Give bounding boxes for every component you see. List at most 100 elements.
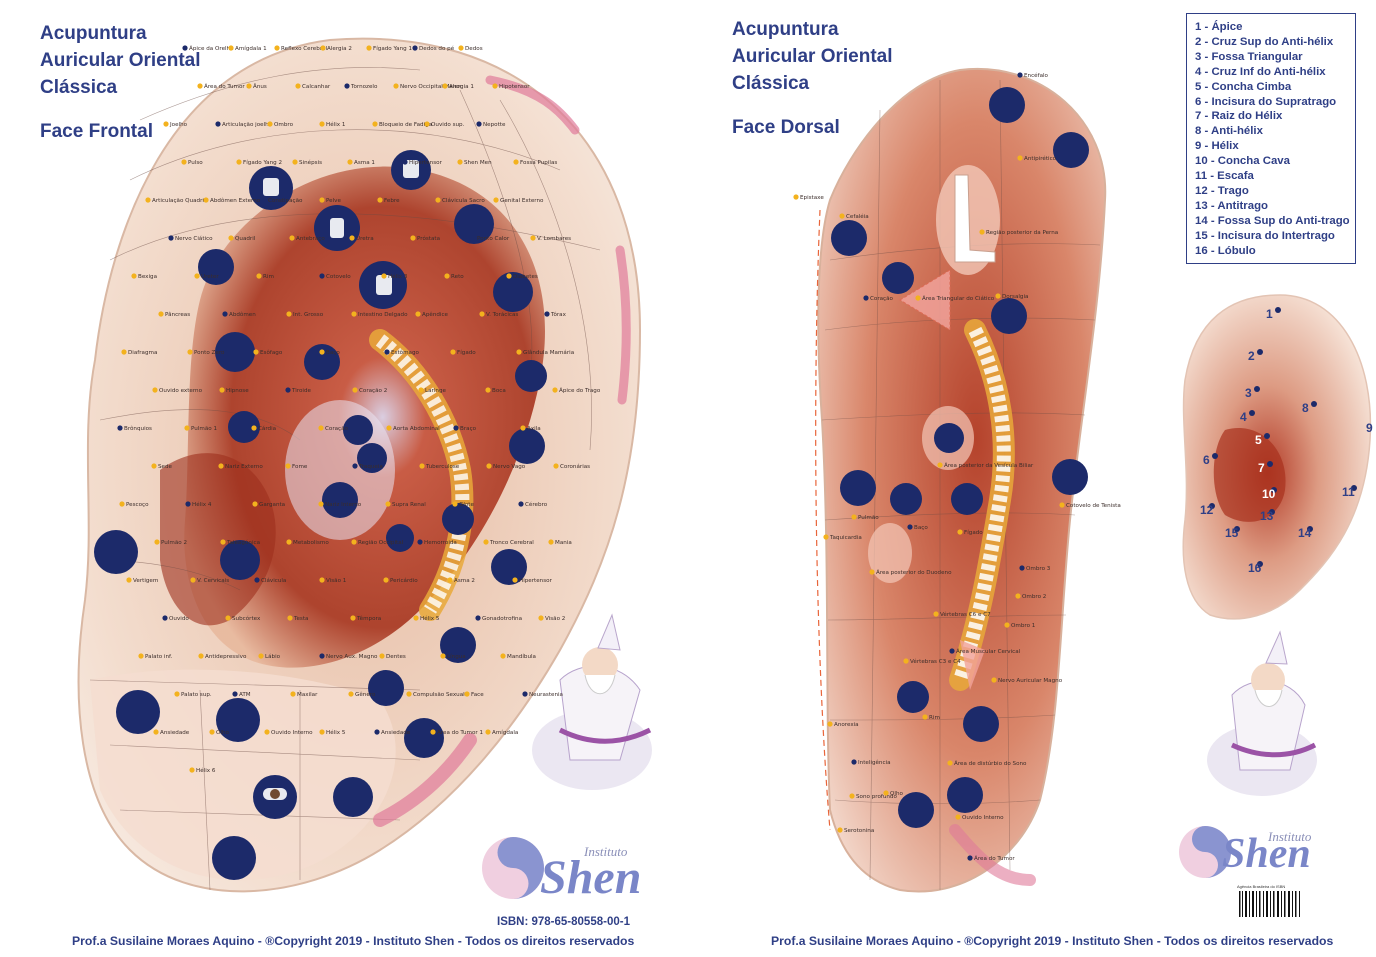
point-dot — [228, 45, 234, 51]
acupoint: Alergia 1 — [442, 83, 474, 90]
mini-ear-dot — [1307, 526, 1313, 532]
point-label: Abdômen — [229, 311, 256, 318]
point-dot — [548, 539, 554, 545]
dorsal-ear — [815, 67, 1107, 893]
acupoint: Supra Renal — [385, 501, 426, 508]
acupoint: Compulsão Sexual — [406, 691, 465, 698]
acupoint: Cérebro — [518, 501, 548, 508]
legend-item: 10 - Concha Cava — [1195, 155, 1290, 168]
point-label: Área Muscular Cervical — [956, 648, 1021, 655]
acupoint: Glote — [452, 501, 475, 508]
point-label: Ombro 1 — [1011, 623, 1036, 629]
point-label: Coração — [870, 296, 894, 302]
point-dot — [189, 767, 195, 773]
acupoint: Nervo Ciático — [168, 235, 213, 242]
logo-shen: Shen — [1222, 831, 1311, 877]
point-dot — [1017, 72, 1023, 78]
acupoint: Ápice da Orelha — [182, 45, 234, 52]
acupoint: Tiroide — [285, 387, 312, 394]
point-dot — [232, 691, 238, 697]
point-label: Mania — [555, 540, 572, 546]
acupoint: Ombro — [267, 121, 294, 128]
point-label: Brônquios — [124, 425, 152, 432]
point-dot — [476, 121, 482, 127]
acupoint: Metabolismo — [286, 539, 329, 546]
point-dot — [318, 501, 324, 507]
acupoint: Pericárdio — [383, 577, 418, 584]
point-label: Nariz Externo — [225, 464, 263, 470]
point-label: Tronco Cerebral — [489, 540, 534, 546]
point-dot — [957, 529, 963, 535]
acupoint: Taquicardia — [823, 534, 862, 541]
point-dot — [138, 653, 144, 659]
acupoint: Próstata — [410, 235, 440, 242]
acupoint: Hélix 5 — [319, 729, 346, 736]
point-dot — [827, 721, 833, 727]
point-dot — [286, 311, 292, 317]
acupoint: Cotovelo de Tenista — [1059, 502, 1121, 509]
point-label: Glote — [459, 502, 475, 508]
point-dot — [538, 615, 544, 621]
point-dot — [1059, 502, 1065, 508]
point-dot — [182, 45, 188, 51]
point-label: Antebraço — [296, 236, 325, 242]
point-dot — [163, 121, 169, 127]
acupoint: Garganta — [252, 501, 285, 508]
acupoint: Ombro 3 — [1019, 565, 1051, 572]
point-label: Amígdala 1 — [235, 45, 267, 52]
point-label: Fígado Yang 1 — [373, 45, 412, 52]
point-dot — [119, 501, 125, 507]
acupoint: Taleagúnica — [220, 539, 260, 546]
mini-ear — [1182, 294, 1372, 620]
point-dot — [228, 235, 234, 241]
acupoint: Vertigem — [126, 577, 158, 584]
isbn-text: ISBN: 978-65-80558-00-1 — [497, 916, 630, 928]
acupoint: Antebraço — [289, 235, 325, 242]
acupoint: Olho — [209, 729, 230, 736]
point-dot — [863, 295, 869, 301]
point-label: Ansiedade — [381, 730, 411, 736]
acupoint: Pelve — [319, 197, 341, 204]
mini-ear-number: 13 — [1260, 509, 1274, 523]
acupoint: Sede — [151, 463, 173, 470]
mini-ear-number: 2 — [1248, 349, 1255, 363]
acupoint: Ouvido — [162, 615, 189, 622]
mini-ear-dot — [1269, 509, 1275, 515]
acupoint: Ouvido externo — [152, 387, 203, 394]
point-label: Traqueia — [358, 464, 383, 470]
gallbladder-icon — [934, 423, 964, 453]
point-label: Dedos — [465, 46, 483, 52]
acupoint: Pulmão — [851, 514, 879, 521]
eye-icon — [898, 792, 934, 828]
point-label: Maxilar — [297, 692, 318, 698]
point-label: Nariz Interno — [325, 502, 362, 508]
point-label: Asma 2 — [454, 578, 475, 584]
point-dot — [837, 827, 843, 833]
breast-icon — [442, 503, 474, 535]
point-dot — [295, 83, 301, 89]
acupoint: Rim — [922, 714, 940, 721]
point-label: Ombro — [274, 122, 294, 128]
acupoint: Fossa Pupilas — [513, 159, 557, 166]
point-dot — [442, 83, 448, 89]
point-label: Testa — [293, 616, 308, 622]
acupoint: Pulso — [181, 159, 203, 166]
sleep-icon — [963, 706, 999, 742]
legend-item: 9 - Hélix — [1195, 140, 1239, 153]
point-dot — [319, 349, 325, 355]
point-dot — [552, 387, 558, 393]
point-label: Lábio — [265, 653, 281, 660]
point-dot — [209, 729, 215, 735]
point-label: Dorsalgia — [1002, 294, 1028, 300]
point-dot — [285, 463, 291, 469]
acupoint: Braço — [453, 425, 477, 432]
acupoint: Coração 2 — [352, 387, 387, 394]
acupoint: Mania — [548, 539, 572, 546]
acupoint: Ombro 2 — [1015, 593, 1046, 600]
point-label: Tórax — [550, 311, 567, 318]
acupoint: Ouvido Interno — [264, 729, 313, 736]
acupoint: Subcórtex — [225, 615, 261, 622]
mini-ear-number: 10 — [1262, 487, 1276, 501]
acupoint: Testa — [287, 615, 308, 622]
point-label: Sede — [158, 464, 173, 470]
